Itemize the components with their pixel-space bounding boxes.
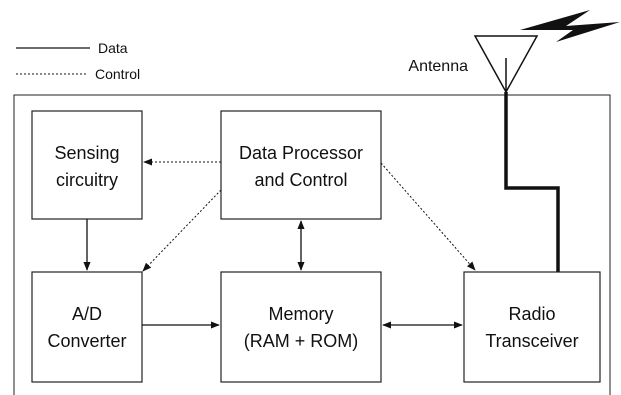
control-arrow-to-adc	[142, 189, 222, 272]
legend-data-label: Data	[98, 40, 128, 56]
legend: Data Control	[16, 40, 140, 82]
block-data-processor: Data Processor and Control	[220, 110, 382, 220]
block-sensing-circuitry: Sensing circuitry	[31, 110, 143, 220]
adc-line-1: A/D	[72, 304, 102, 324]
control-arrow-to-radio	[380, 162, 476, 271]
sensing-line-2: circuitry	[56, 170, 118, 190]
block-memory: Memory (RAM + ROM)	[220, 271, 382, 383]
legend-control-label: Control	[95, 66, 140, 82]
antenna: Antenna	[408, 10, 620, 94]
lightning-bolt-icon	[520, 10, 620, 42]
block-radio-transceiver: Radio Transceiver	[463, 271, 601, 383]
antenna-feed-line	[504, 92, 560, 272]
block-ad-converter: A/D Converter	[31, 271, 143, 383]
memory-line-2: (RAM + ROM)	[244, 331, 359, 351]
antenna-label: Antenna	[408, 58, 468, 75]
memory-line-1: Memory	[268, 304, 333, 324]
node-boundary	[13, 94, 611, 395]
radio-line-1: Radio	[508, 304, 555, 324]
processor-line-1: Data Processor	[239, 143, 363, 163]
sensing-line-1: Sensing	[54, 143, 119, 163]
adc-line-2: Converter	[47, 331, 126, 351]
radio-line-2: Transceiver	[485, 331, 578, 351]
processor-line-2: and Control	[254, 170, 347, 190]
